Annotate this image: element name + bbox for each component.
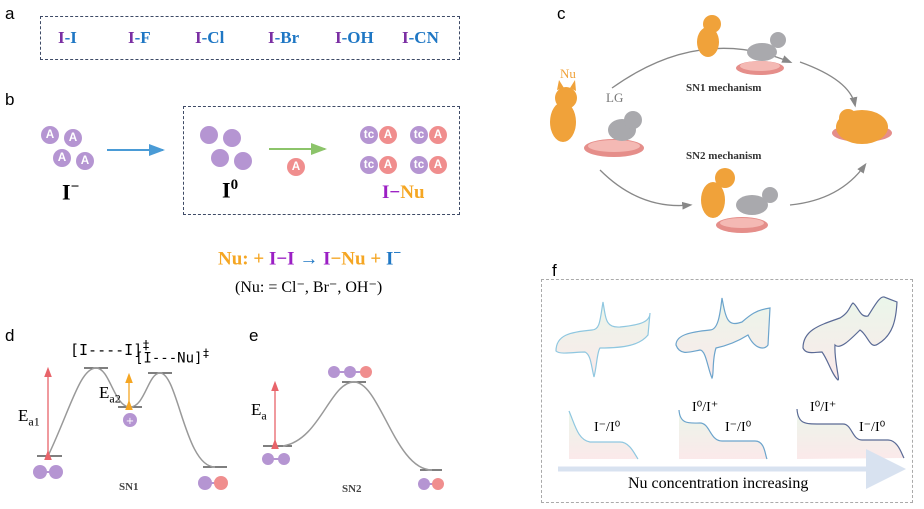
cv-box	[541, 279, 913, 503]
ea-label: Ea	[251, 400, 267, 423]
product-iodine-particle: tc	[360, 156, 378, 174]
product-nu-particle: A	[429, 126, 447, 144]
panel-label-d: d	[5, 326, 15, 345]
cat-sn2-icon	[701, 168, 778, 233]
panel-label-c: c	[557, 4, 566, 23]
bond-label: I-F	[128, 28, 151, 47]
cv-curve-2	[675, 297, 771, 380]
product-nu-particle: A	[429, 156, 447, 174]
nu-label: Nu	[560, 66, 576, 81]
sn2-reactant-molecule	[262, 453, 290, 465]
bond-label: I-OH	[335, 28, 374, 47]
panel-label-b: b	[5, 90, 15, 109]
iodine-label: I0	[222, 177, 239, 203]
ts2-label: [I---Nu]‡	[135, 346, 210, 367]
intermediate-box	[183, 106, 460, 215]
cat-sn1-icon	[697, 15, 786, 75]
reaction-equation: Nu: + I−I → I−Nu + I−	[218, 246, 402, 270]
cat-leaving-group-icon	[584, 111, 644, 157]
sn1-reactant-molecule	[33, 465, 63, 479]
lsv-label-3-top: I⁰/I⁺	[810, 400, 837, 415]
cat-product-icon	[832, 109, 892, 144]
bond-label: I-Br	[268, 28, 300, 47]
iodide-label: I−	[62, 179, 80, 205]
bond-label: I-CN	[402, 28, 439, 47]
lsv-curve-1	[569, 411, 638, 459]
sn2-mechanism-label: SN2 mechanism	[686, 150, 762, 162]
iodide-particle: A	[76, 152, 94, 170]
product-label: I−Nu	[382, 182, 425, 203]
sn1-caption: SN1	[119, 481, 139, 493]
svg-text:+: +	[126, 416, 134, 427]
sn1-product-molecule	[198, 476, 228, 490]
lsv-label-2-top: I⁰/I⁺	[692, 400, 719, 415]
nucleophile-particle: A	[287, 158, 305, 176]
lsv-label-3-bottom: I⁻/I⁰	[859, 420, 886, 435]
iodine-particles	[200, 126, 252, 170]
bond-list-box	[40, 16, 460, 60]
iodide-particle: A	[64, 129, 82, 147]
lsv-curve-2	[679, 410, 767, 459]
bond-label: I-I	[58, 28, 77, 47]
panel-label-e: e	[249, 326, 259, 345]
bond-label: I-Cl	[195, 28, 225, 47]
concentration-caption: Nu concentration increasing	[628, 475, 809, 492]
lsv-label-1: I⁻/I⁰	[594, 420, 621, 435]
sn2-caption: SN2	[342, 483, 362, 495]
transition-state-molecule	[328, 366, 372, 378]
panel-label-a: a	[5, 4, 15, 23]
cv-curve-3	[802, 296, 898, 381]
cv-curve-1	[555, 301, 651, 378]
cat-nucleophile-icon	[550, 80, 577, 142]
product-nu-particle: A	[379, 126, 397, 144]
nucleophile-note: (Nu: = Cl⁻, Br⁻, OH⁻)	[235, 279, 383, 296]
ea1-label: Ea1	[18, 406, 40, 429]
product-nu-particle: A	[379, 156, 397, 174]
product-iodine-particle: tc	[410, 126, 428, 144]
ea2-label: Ea2	[99, 383, 121, 406]
panel-label-f: f	[552, 261, 557, 280]
iodide-particle: A	[53, 149, 71, 167]
sn2-product-molecule	[418, 478, 444, 490]
lsv-curve-3	[797, 409, 904, 459]
sn1-mechanism-label: SN1 mechanism	[686, 82, 762, 94]
lsv-label-2-bottom: I⁻/I⁰	[725, 420, 752, 435]
lg-label: LG	[606, 90, 624, 105]
ts1-label: [I----I]‡	[70, 337, 150, 359]
iodide-particle: A	[41, 126, 59, 144]
carbocation-particle: +	[123, 413, 137, 427]
product-iodine-particle: tc	[360, 126, 378, 144]
product-iodine-particle: tc	[410, 156, 428, 174]
